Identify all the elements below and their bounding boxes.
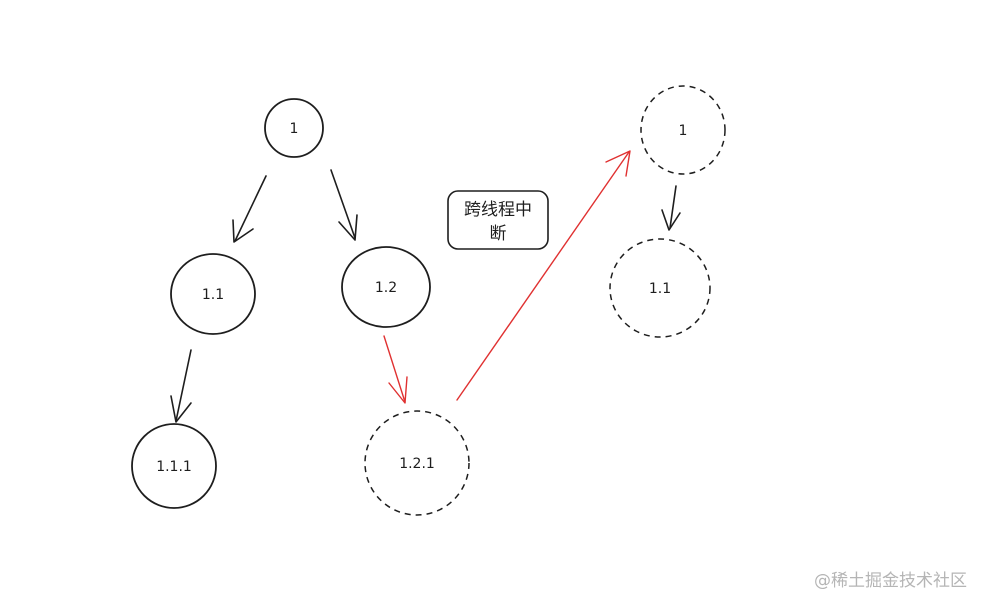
node-1-1: 1.1 [170,253,256,335]
node-1-1-1: 1.1.1 [131,423,217,509]
restart-node-1-1-label: 1.1 [649,281,671,297]
node-1-2-1-label: 1.2.1 [399,456,435,472]
edge-interrupt-jump [456,150,631,401]
edge-1-to-1-1 [232,175,267,243]
restart-node-1-label: 1 [679,123,688,139]
edge-1-1-to-1-1-1 [170,349,192,423]
edge-1-2-to-1-2-1 [383,335,408,404]
node-1-label: 1 [290,121,299,137]
interrupt-callout: 跨线程中 断 [447,190,549,250]
node-1-1-1-label: 1.1.1 [156,459,192,475]
node-1: 1 [264,98,324,158]
node-1-1-label: 1.1 [202,287,224,303]
callout-line-1: 跨线程中 [464,200,532,220]
restart-node-1: 1 [640,85,726,175]
edge-1-to-1-2 [330,169,358,241]
callout-line-2: 断 [490,224,507,244]
node-1-2-label: 1.2 [375,280,397,296]
watermark: @稀土掘金技术社区 [814,571,967,591]
node-1-2: 1.2 [341,246,431,328]
edge-restart-1-to-1-1 [661,185,681,231]
node-1-2-1: 1.2.1 [364,410,470,516]
restart-node-1-1: 1.1 [609,238,711,338]
